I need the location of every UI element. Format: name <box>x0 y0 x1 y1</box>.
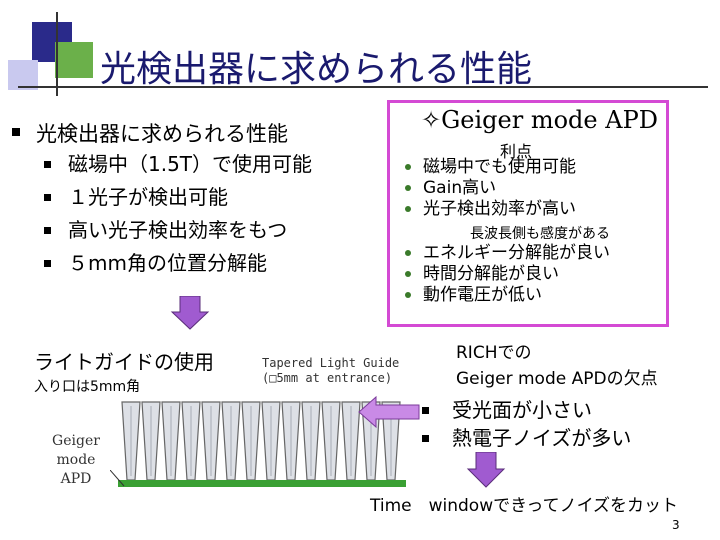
title-decoration-square <box>55 42 93 78</box>
list-item: 高い光子検出効率をもつ <box>42 214 312 247</box>
requirements-list: 磁場中（1.5T）で使用可能 １光子が検出可能 高い光子検出効率をもつ ５mm角… <box>42 148 312 280</box>
bullet-icon <box>422 407 429 414</box>
list-item: ５mm角の位置分解能 <box>42 247 312 280</box>
list-item: 時間分解能が良い <box>405 264 610 285</box>
light-guide-photo <box>118 401 406 487</box>
list-item: Gain高い <box>405 178 576 199</box>
list-item: 磁場中（1.5T）で使用可能 <box>42 148 312 181</box>
bullet-icon <box>12 128 20 136</box>
advantages-note: 長波長側も感度がある <box>470 226 610 242</box>
advantages-list: エネルギー分解能が良い 時間分解能が良い 動作電圧が低い <box>405 243 610 306</box>
bullet-icon <box>422 435 429 442</box>
advantages-heading: 利点 <box>500 142 533 161</box>
advantages-list: 磁場中でも使用可能 Gain高い 光子検出効率が高い <box>405 157 576 220</box>
slide-title: 光検出器に求められる性能 <box>100 49 533 90</box>
light-guide-heading: ライトガイドの使用 <box>34 350 214 374</box>
title-underline <box>18 86 708 88</box>
bullet-icon <box>405 185 411 191</box>
pointer-line <box>110 470 125 487</box>
page-number: 3 <box>672 518 680 532</box>
time-window-note: Time windowできってノイズをカット <box>370 496 679 516</box>
apd-label: Geiger mode APD <box>52 433 100 487</box>
list-item: エネルギー分解能が良い <box>405 243 610 264</box>
disadvantages-heading: RICHでの Geiger mode APDの欠点 <box>456 343 658 389</box>
list-item: 動作電圧が低い <box>405 285 610 306</box>
bullet-icon <box>405 292 411 298</box>
light-guide-image-caption: Tapered Light Guide (□5mm at entrance) <box>262 356 400 385</box>
bullet-icon <box>44 227 51 234</box>
title-decoration-square <box>8 60 38 90</box>
light-guide-subtext: 入り口は5mm角 <box>34 379 141 395</box>
bullet-icon <box>405 271 411 277</box>
list-item: 受光面が小さい <box>420 396 631 424</box>
requirements-heading: 光検出器に求められる性能 <box>36 122 288 146</box>
list-item: 磁場中でも使用可能 <box>405 157 576 178</box>
list-item: 光子検出効率が高い <box>405 199 576 220</box>
down-arrow-icon <box>466 452 506 488</box>
down-arrow-icon <box>170 296 210 330</box>
bullet-icon <box>44 194 51 201</box>
bullet-icon <box>405 164 411 170</box>
disadvantages-list: 受光面が小さい 熱電子ノイズが多い <box>420 396 631 452</box>
list-item: 熱電子ノイズが多い <box>420 424 631 452</box>
apd-advantages-box <box>387 100 669 327</box>
left-arrow-icon <box>358 395 420 429</box>
apd-box-title: ✧Geiger mode APD <box>421 106 658 134</box>
bullet-icon <box>44 161 51 168</box>
list-item: １光子が検出可能 <box>42 181 312 214</box>
title-decoration-line <box>56 12 58 96</box>
bullet-icon <box>44 260 51 267</box>
bullet-icon <box>405 206 411 212</box>
bullet-icon <box>405 250 411 256</box>
